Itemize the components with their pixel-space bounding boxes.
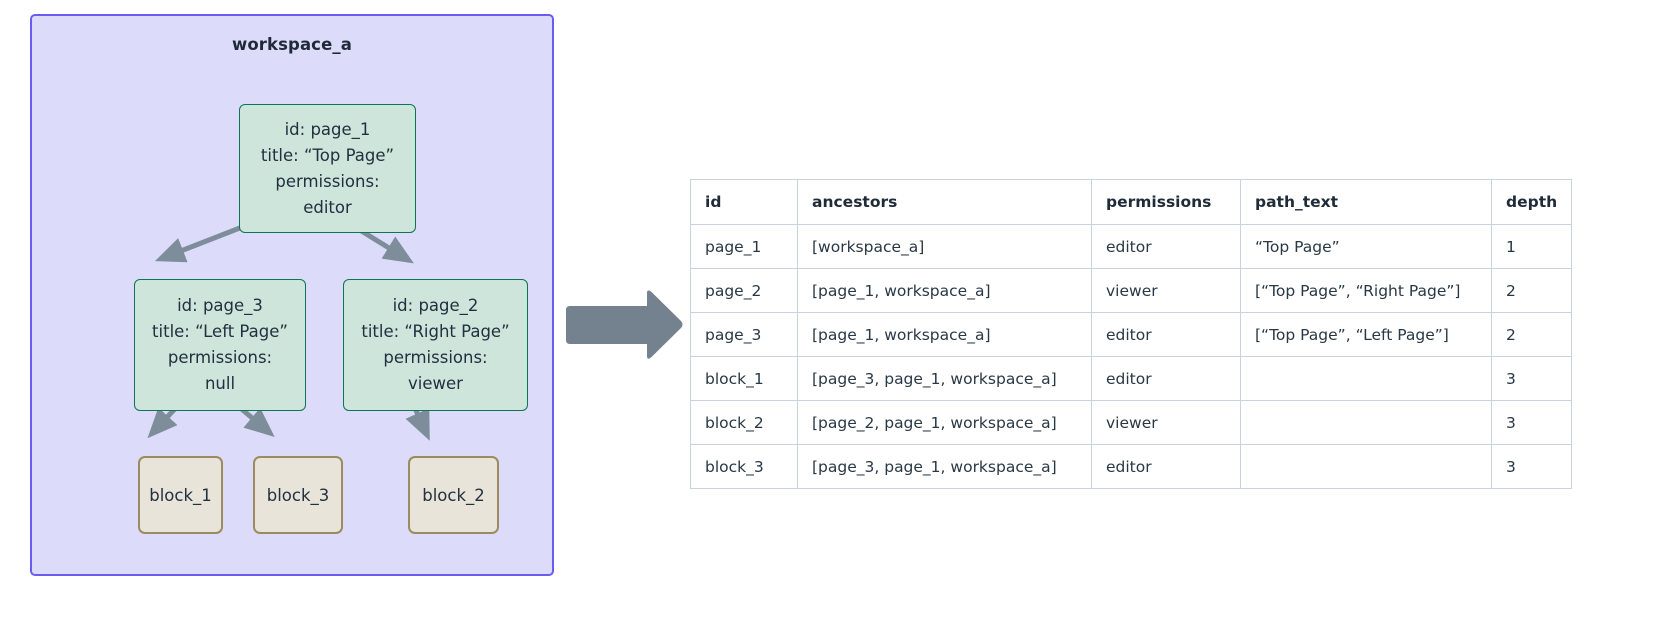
result-table-container: id ancestors permissions path_text depth…	[690, 179, 1573, 489]
node-page-2-line-2: permissions:	[383, 348, 488, 367]
result-table: id ancestors permissions path_text depth…	[690, 179, 1573, 489]
cell-permissions: editor	[1091, 312, 1241, 357]
cell-depth: 2	[1490, 268, 1573, 313]
cell-id: block_2	[690, 400, 798, 445]
cell-id: block_1	[690, 356, 798, 401]
node-page-3-line-2: permissions:	[167, 348, 273, 367]
node-page-1[interactable]: id: page_1 title: “Top Page” permissions…	[239, 104, 416, 233]
node-block-3[interactable]: block_3	[253, 456, 343, 534]
cell-ancestors: [page_1, workspace_a]	[797, 268, 1092, 313]
node-page-1-line-0: id: page_1	[284, 119, 371, 139]
column-header-depth[interactable]: depth	[1490, 179, 1573, 225]
node-page-1-line-1: title: “Top Page”	[260, 145, 395, 165]
node-page-2-line-1: title: “Right Page”	[361, 322, 510, 341]
cell-id: block_3	[690, 444, 798, 489]
column-header-id[interactable]: id	[690, 179, 798, 225]
cell-permissions: viewer	[1091, 400, 1241, 445]
cell-id: page_1	[690, 224, 798, 269]
cell-path-text: “Top Page”	[1240, 224, 1492, 269]
table-row[interactable]: page_2 [page_1, workspace_a] viewer [“To…	[690, 268, 1573, 313]
cell-permissions: editor	[1091, 224, 1241, 269]
node-page-2-line-0: id: page_2	[392, 296, 479, 315]
right-block-arrow-icon	[566, 290, 683, 359]
cell-path-text: [“Top Page”, “Right Page”]	[1240, 268, 1492, 313]
table-row[interactable]: block_3 [page_3, page_1, workspace_a] ed…	[690, 444, 1573, 489]
cell-path-text	[1240, 400, 1492, 445]
node-block-2[interactable]: block_2	[408, 456, 499, 534]
node-page-3-line-0: id: page_3	[177, 296, 263, 315]
cell-depth: 1	[1490, 224, 1573, 269]
workspace-title: workspace_a	[232, 35, 352, 54]
table-row[interactable]: block_2 [page_2, page_1, workspace_a] vi…	[690, 400, 1573, 445]
node-page-2[interactable]: id: page_2 title: “Right Page” permissio…	[343, 279, 528, 411]
cell-path-text	[1240, 444, 1492, 489]
node-block-3-label: block_3	[266, 485, 330, 505]
column-header-permissions[interactable]: permissions	[1091, 179, 1241, 225]
cell-depth: 2	[1490, 312, 1573, 357]
column-header-ancestors[interactable]: ancestors	[797, 179, 1092, 225]
cell-permissions: viewer	[1091, 268, 1241, 313]
cell-depth: 3	[1490, 400, 1573, 445]
cell-permissions: editor	[1091, 444, 1241, 489]
cell-path-text: [“Top Page”, “Left Page”]	[1240, 312, 1492, 357]
cell-depth: 3	[1490, 444, 1573, 489]
node-page-1-line-3: editor	[303, 197, 352, 217]
cell-ancestors: [workspace_a]	[797, 224, 1092, 269]
node-page-2-line-3: viewer	[408, 374, 463, 393]
node-block-1[interactable]: block_1	[138, 456, 223, 534]
cell-depth: 3	[1490, 356, 1573, 401]
cell-id: page_3	[690, 312, 798, 357]
cell-ancestors: [page_1, workspace_a]	[797, 312, 1092, 357]
workspace-container: workspace_a id: page_1 title: “Top Page”…	[30, 14, 554, 576]
cell-ancestors: [page_3, page_1, workspace_a]	[797, 444, 1092, 489]
cell-ancestors: [page_2, page_1, workspace_a]	[797, 400, 1092, 445]
node-block-1-label: block_1	[149, 485, 212, 505]
cell-permissions: editor	[1091, 356, 1241, 401]
table-header-row: id ancestors permissions path_text depth	[690, 179, 1573, 225]
node-page-1-line-2: permissions:	[275, 171, 380, 191]
cell-path-text	[1240, 356, 1492, 401]
node-page-3[interactable]: id: page_3 title: “Left Page” permission…	[134, 279, 306, 411]
table-row[interactable]: block_1 [page_3, page_1, workspace_a] ed…	[690, 356, 1573, 401]
table-row[interactable]: page_1 [workspace_a] editor “Top Page” 1	[690, 224, 1573, 269]
column-header-path-text[interactable]: path_text	[1240, 179, 1492, 225]
node-page-3-line-3: null	[204, 374, 236, 393]
node-page-3-line-1: title: “Left Page”	[152, 322, 288, 341]
node-block-2-label: block_2	[422, 485, 485, 505]
cell-id: page_2	[690, 268, 798, 313]
cell-ancestors: [page_3, page_1, workspace_a]	[797, 356, 1092, 401]
table-row[interactable]: page_3 [page_1, workspace_a] editor [“To…	[690, 312, 1573, 357]
